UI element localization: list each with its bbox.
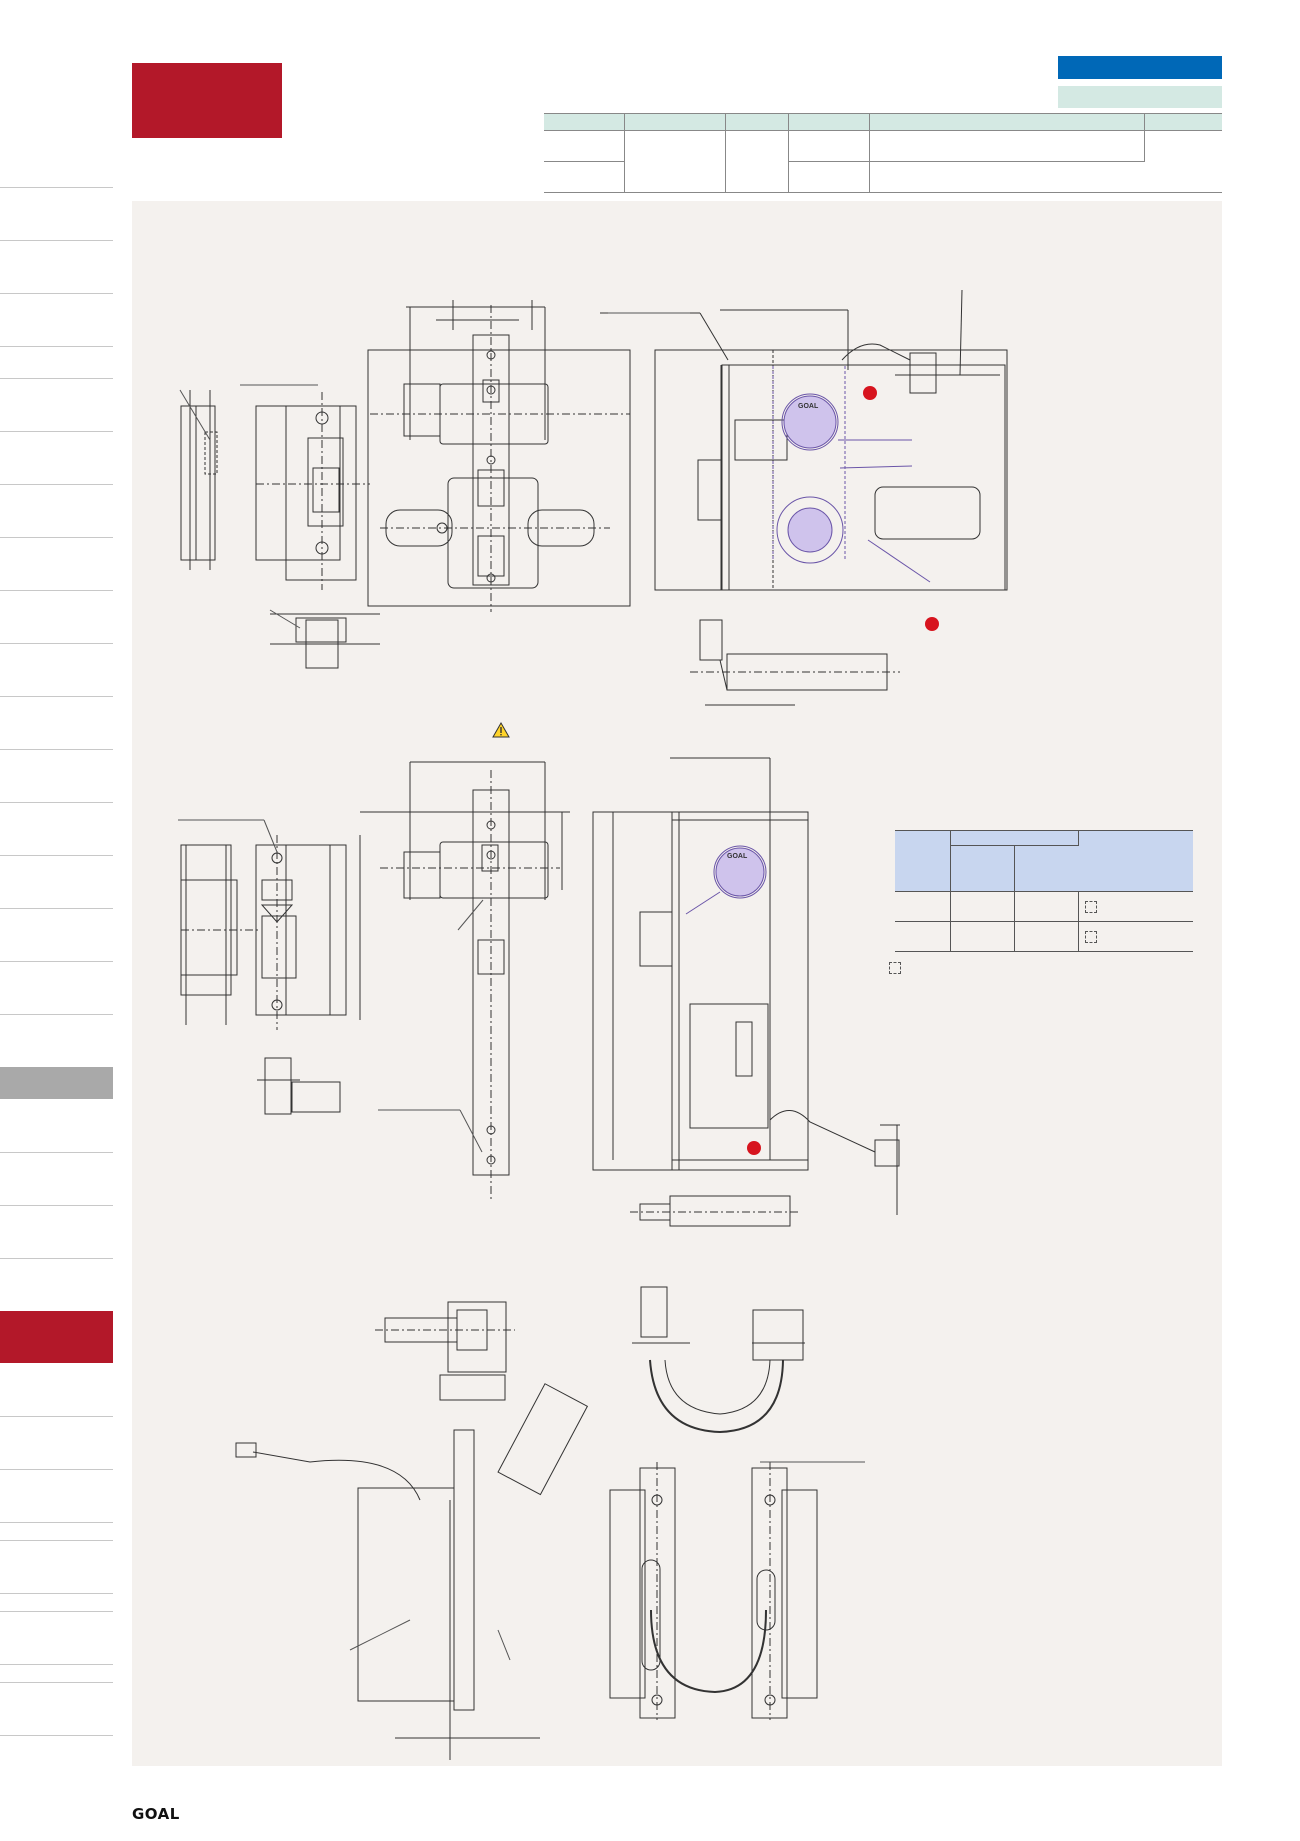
- cylinder-bottom: [787, 507, 833, 553]
- handle-front-view: [609, 1462, 818, 1720]
- dashed-checkbox-icon: [889, 962, 901, 974]
- strike-bottom-view: [270, 613, 380, 669]
- category-tag-green: [1058, 86, 1222, 108]
- strike2-side-view: [180, 844, 260, 1025]
- strike-front-view: [255, 392, 370, 590]
- brand-logo: GOAL: [132, 1805, 180, 1823]
- technical-drawing-area: [132, 201, 1222, 1766]
- lock-bottom-view: [690, 619, 900, 706]
- spec-table-row: [544, 161, 1222, 193]
- spec-table-header-row: [544, 113, 1222, 131]
- product-title-block: [132, 63, 282, 138]
- lock-front-view: [367, 300, 631, 612]
- cylinder-top: [783, 395, 837, 449]
- keyway-label-bottom: GOAL: [727, 853, 748, 860]
- lock2-front-view: [360, 761, 570, 1200]
- side-index-current-section[interactable]: [0, 1311, 113, 1363]
- spec-table-row: [544, 130, 1222, 193]
- strike-side-view: [180, 390, 218, 570]
- cylinder-outline-top: [772, 366, 931, 583]
- dashed-checkbox-icon: [1084, 900, 1097, 913]
- keyway-label-top: GOAL: [798, 403, 819, 410]
- red-marker: [925, 617, 939, 631]
- strike2-front-view: [255, 835, 361, 1030]
- connector-top-view: [375, 1301, 515, 1401]
- handle-side-view: [632, 1286, 805, 1434]
- options-row: [895, 891, 1193, 922]
- lock2-bottom-view: [630, 1195, 800, 1227]
- warning-triangle-icon: [492, 721, 510, 738]
- cylinder-middle: [715, 847, 765, 897]
- options-row: [895, 921, 1193, 952]
- side-index-active-gray[interactable]: [0, 1067, 113, 1099]
- wiring-harness-view: [235, 1383, 589, 1760]
- red-marker: [863, 386, 877, 400]
- dashed-checkbox-icon: [1084, 930, 1097, 943]
- category-tag-blue: [1058, 56, 1222, 79]
- lock2-case-side-view: [592, 757, 900, 1215]
- options-table: [895, 830, 1193, 952]
- red-marker: [747, 1141, 761, 1155]
- leader-lines: [178, 312, 865, 1661]
- spec-table: [544, 113, 1222, 193]
- strike2-bottom-view: [257, 1057, 341, 1115]
